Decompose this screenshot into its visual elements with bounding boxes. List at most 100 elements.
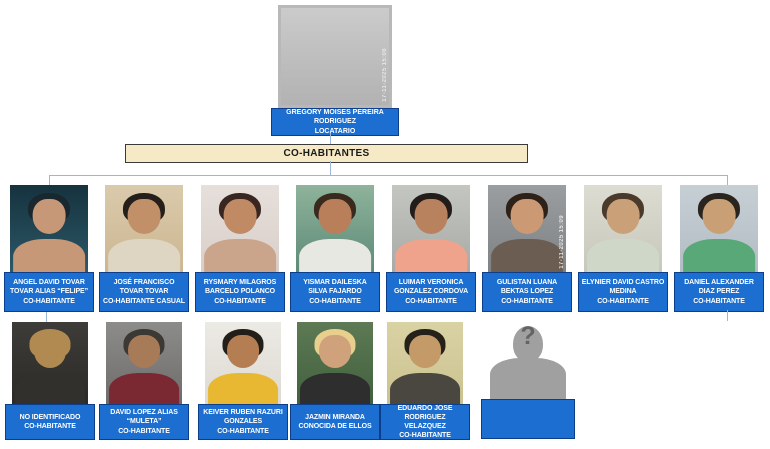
- person-name: JAZMIN MIRANDA: [305, 413, 365, 421]
- person-photo: [387, 322, 463, 404]
- person-role: CO-HABITANTE: [309, 297, 361, 305]
- root-person-photo: 17-11-2025 15:08: [278, 5, 392, 108]
- photo-face-shape: [128, 335, 160, 368]
- person-name: YISMAR DAILESKA SILVA FAJARDO: [303, 279, 367, 296]
- person-name: GULISTAN LUANA BEKTAS LOPEZ: [496, 279, 558, 296]
- person-role: LOCATARIO: [314, 127, 356, 135]
- person-photo: [106, 322, 182, 404]
- person-photo: [392, 185, 470, 272]
- person-card: EDUARDO JOSE RODRIGUEZ VELAZQUEZ CO-HABIT…: [380, 322, 470, 440]
- silhouette-icon: ?: [481, 322, 575, 399]
- photo-torso-shape: [299, 238, 371, 272]
- person-photo: [201, 185, 279, 272]
- timestamp-watermark: 17-11-2025 15:09: [559, 215, 565, 269]
- root-person-label: GREGORY MOISES PEREIRA RODRIGUEZ LOCATAR…: [271, 108, 399, 136]
- photo-face-shape: [127, 198, 161, 234]
- person-photo: [12, 322, 88, 404]
- connector-line: [330, 133, 331, 144]
- person-label: EDUARDO JOSE RODRIGUEZ VELAZQUEZ CO-HABIT…: [380, 404, 470, 440]
- photo-torso-shape: [683, 238, 755, 272]
- photo-face-shape: [702, 198, 736, 234]
- person-card: DAVID LOPEZ ALIAS “MULETA”CO-HABITANTE: [99, 322, 189, 440]
- person-photo: [10, 185, 88, 272]
- cohabitantes-banner: CO-HABITANTES: [125, 144, 528, 163]
- question-mark-icon: ?: [520, 322, 536, 350]
- photo-torso-shape: [491, 238, 563, 272]
- person-name: DANIEL ALEXANDER DIAZ PEREZ: [684, 279, 754, 296]
- person-photo: [680, 185, 758, 272]
- person-role: CO-HABITANTE CASUAL: [103, 297, 185, 305]
- person-card: 17-11-2025 15:09 GULISTAN LUANA BEKTAS L…: [482, 185, 572, 312]
- person-name: NO IDENTIFICADO: [19, 413, 81, 421]
- photo-face-shape: [223, 198, 257, 234]
- person-role: CONOCIDA DE ELLOS: [298, 423, 372, 430]
- root-person-card: 17-11-2025 15:08 GREGORY MOISES PEREIRA …: [271, 5, 399, 136]
- person-name: LUIMAR VERONICA GONZALEZ CORDOVA: [393, 279, 469, 296]
- person-role: CO-HABITANTE: [217, 427, 269, 435]
- photo-torso-shape: [300, 372, 370, 404]
- photo-torso-shape: [204, 238, 276, 272]
- person-role: CO-HABITANTE: [23, 297, 75, 305]
- person-role: CO-HABITANTE: [501, 297, 553, 305]
- photo-torso-shape: [208, 372, 278, 404]
- connector-line: [46, 312, 47, 322]
- person-name: ANGEL DAVID TOVAR TOVAR ALIAS “FELIPE”: [10, 279, 88, 296]
- photo-torso-shape: [15, 372, 85, 404]
- person-name: ELYNIER DAVID CASTRO MEDINA: [581, 279, 665, 296]
- photo-face-shape: [34, 335, 66, 368]
- person-photo: [297, 322, 373, 404]
- person-photo: [584, 185, 662, 272]
- photo-face-shape: [32, 198, 66, 234]
- photo-face-shape: [318, 198, 352, 234]
- person-role: CO-HABITANTE: [399, 432, 451, 440]
- person-name: GREGORY MOISES PEREIRA RODRIGUEZ: [286, 108, 384, 126]
- person-card: ANGEL DAVID TOVAR TOVAR ALIAS “FELIPE”CO…: [4, 185, 94, 312]
- person-role: CO-HABITANTE: [214, 297, 266, 305]
- unknown-person-card: ?: [481, 322, 575, 439]
- photo-face-shape: [606, 198, 640, 234]
- silhouette-head-shape: [513, 326, 543, 362]
- person-label: JAZMIN MIRANDA CONOCIDA DE ELLOS: [290, 404, 380, 440]
- photo-torso-shape: [13, 238, 85, 272]
- photo-torso-shape: [395, 238, 467, 272]
- person-photo: [205, 322, 281, 404]
- person-role: CO-HABITANTE: [405, 297, 457, 305]
- person-label: NO IDENTIFICADO CO-HABITANTE: [5, 404, 95, 440]
- person-name: DAVID LOPEZ ALIAS “MULETA”: [110, 409, 178, 426]
- person-name: KEIVER RUBEN RAZURI GONZALES: [203, 409, 283, 426]
- photo-face-shape: [319, 335, 351, 368]
- person-card: NO IDENTIFICADO CO-HABITANTE: [5, 322, 95, 440]
- photo-face-shape: [510, 198, 544, 234]
- timestamp-watermark: 17-11-2025 15:08: [382, 48, 388, 102]
- person-photo: 17-11-2025 15:09: [488, 185, 566, 272]
- person-role: CO-HABITANTE: [24, 423, 76, 430]
- connector-line: [727, 175, 728, 185]
- photo-face-shape: [414, 198, 448, 234]
- person-name: RYSMARY MILAGROS BARCELO POLANCO: [203, 279, 277, 296]
- photo-torso-shape: [108, 238, 180, 272]
- connector-line: [49, 175, 728, 176]
- connector-line: [49, 175, 50, 185]
- connector-line: [330, 161, 331, 175]
- person-label: ANGEL DAVID TOVAR TOVAR ALIAS “FELIPE”CO…: [4, 272, 94, 312]
- person-name: EDUARDO JOSE RODRIGUEZ VELAZQUEZ: [397, 404, 453, 430]
- connector-line: [727, 310, 728, 321]
- person-photo: [105, 185, 183, 272]
- person-role: CO-HABITANTE: [597, 297, 649, 305]
- photo-torso-shape: [587, 238, 659, 272]
- person-name: JOSÉ FRANCISCO TOVAR TOVAR: [113, 279, 175, 296]
